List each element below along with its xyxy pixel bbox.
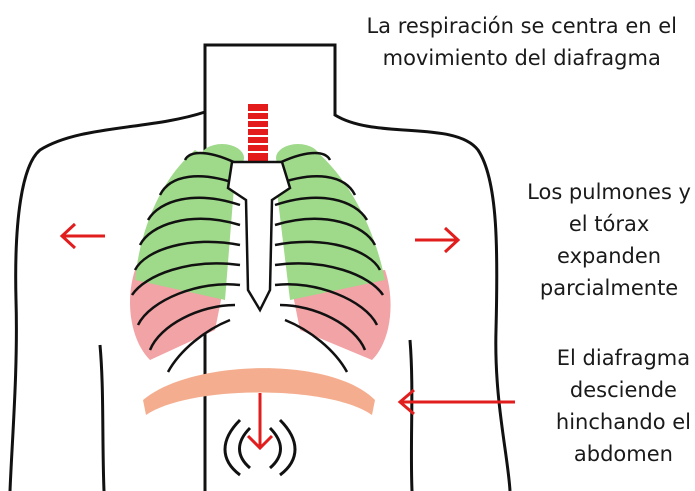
caption-diaphragm-line: hinchando el — [555, 410, 691, 434]
caption-lungs-line: Los pulmones y — [527, 180, 691, 204]
left-lung-upper — [135, 150, 235, 300]
caption-top: La respiración se centra en el movimient… — [366, 10, 677, 74]
caption-diaphragm: El diafragma desciende hinchando el abdo… — [556, 342, 691, 470]
body-outline-left — [8, 45, 207, 491]
caption-lungs-line: el tórax — [568, 212, 650, 236]
caption-top-line: movimiento del diafragma — [382, 46, 661, 70]
right-arm-line — [408, 339, 414, 491]
sternum — [226, 160, 292, 313]
right-lung-upper — [275, 150, 385, 300]
arrow-right-icon — [415, 226, 461, 254]
caption-lungs-line: parcialmente — [539, 276, 679, 300]
abdomen-marks — [223, 418, 297, 477]
caption-lungs-line: expanden — [557, 244, 662, 268]
left-arm-line — [98, 344, 106, 491]
caption-top-line: La respiración se centra en el — [366, 14, 677, 38]
arrow-left-icon — [59, 222, 105, 250]
caption-diaphragm-line: El diafragma — [556, 346, 691, 370]
diaphragm — [143, 368, 375, 415]
arrow-down-icon — [246, 393, 274, 451]
arrow-left-long-icon — [397, 388, 515, 416]
right-lung-apex — [276, 144, 320, 172]
caption-lungs: Los pulmones y el tórax expanden parcial… — [527, 176, 691, 304]
body-outline — [203, 43, 512, 491]
caption-diaphragm-line: abdomen — [573, 442, 673, 466]
caption-diaphragm-line: desciende — [569, 378, 677, 402]
